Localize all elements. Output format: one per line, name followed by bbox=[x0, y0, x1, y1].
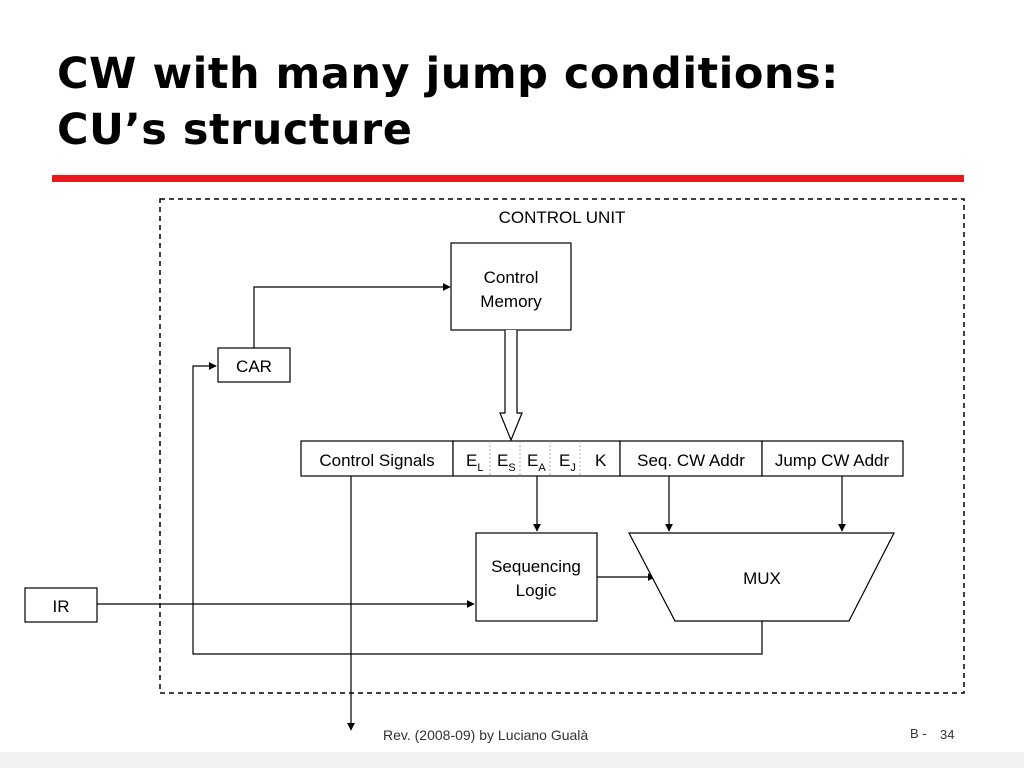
sequencing-logic-box bbox=[475, 532, 598, 622]
control-memory-label-1: Control bbox=[484, 268, 539, 287]
mux-to-car-feedback bbox=[192, 362, 763, 655]
car-label: CAR bbox=[236, 357, 272, 376]
slide-title: CW with many jump conditions: CU’s struc… bbox=[57, 46, 839, 158]
bottom-band bbox=[0, 752, 1024, 768]
ir-box bbox=[24, 587, 98, 623]
title-line-1: CW with many jump conditions: bbox=[57, 49, 839, 99]
car-to-memory-line bbox=[253, 283, 451, 348]
sequencing-logic-label-1: Sequencing bbox=[491, 557, 581, 576]
title-divider bbox=[52, 175, 964, 182]
cw-jump-addr-cell bbox=[761, 440, 904, 477]
flag-ea: EA bbox=[527, 451, 546, 474]
mux-shape bbox=[628, 532, 895, 622]
control-memory-box bbox=[450, 242, 572, 331]
cw-control-signals-label: Control Signals bbox=[319, 451, 434, 470]
cw-jump-addr-label: Jump CW Addr bbox=[775, 451, 890, 470]
flag-el: EL bbox=[466, 451, 483, 474]
mux-label: MUX bbox=[743, 569, 781, 588]
control-unit-label: CONTROL UNIT bbox=[499, 208, 626, 227]
sequencing-logic-label-2: Logic bbox=[516, 581, 557, 600]
ir-label: IR bbox=[53, 597, 70, 616]
control-word: Control Signals EL ES EA EJ K Seq. CW Ad… bbox=[300, 440, 904, 477]
control-memory-label-2: Memory bbox=[480, 292, 542, 311]
slide-prefix: B - bbox=[910, 726, 927, 741]
control-unit-boundary bbox=[159, 198, 965, 694]
title-line-2: CU’s structure bbox=[57, 105, 413, 155]
cw-control-signals-cell bbox=[300, 440, 454, 477]
flag-ej: EJ bbox=[559, 451, 576, 474]
footer-credit: Rev. (2008-09) by Luciano Gualà bbox=[383, 727, 589, 743]
cw-seq-addr-label: Seq. CW Addr bbox=[637, 451, 745, 470]
car-box bbox=[217, 347, 291, 383]
flag-es: ES bbox=[497, 451, 516, 474]
cw-seq-addr-cell bbox=[619, 440, 763, 477]
slide-number: 34 bbox=[940, 727, 955, 742]
flag-k: K bbox=[595, 451, 607, 470]
memory-output-arrow bbox=[499, 330, 523, 442]
